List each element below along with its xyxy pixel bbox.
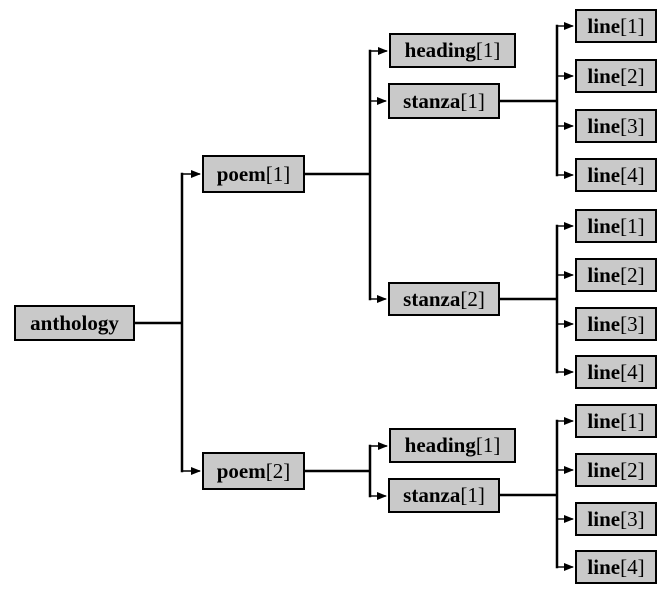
node-poem1-heading-1: heading[1] [389, 33, 516, 68]
node-suffix: [2] [620, 457, 645, 482]
node-suffix: [1] [265, 161, 291, 186]
node-label: line [587, 506, 621, 531]
node-suffix: [2] [620, 262, 645, 287]
edge-poem2-stanza1-to-lines [498, 417, 574, 571]
node-suffix: [4] [620, 554, 645, 579]
edge-anthology-to-poems [133, 170, 201, 475]
edge-poem1-to-children [303, 47, 388, 303]
node-suffix: [1] [620, 213, 645, 238]
node-anthology: anthology [14, 305, 135, 341]
node-label: stanza [403, 483, 461, 507]
node-poem2-stanza1-line-4: line[4] [575, 550, 657, 584]
node-label: line [587, 213, 621, 238]
node-poem2-heading-1: heading[1] [389, 428, 516, 463]
node-label: line [587, 63, 621, 88]
edge-poem1-stanza1-to-lines [498, 22, 574, 179]
node-label: line [587, 162, 621, 187]
node-label: line [587, 13, 621, 38]
node-poem1-stanza2-line-2: line[2] [575, 258, 657, 292]
node-label: heading [404, 433, 476, 457]
node-suffix: [1] [620, 13, 645, 38]
node-label: poem [216, 161, 266, 186]
node-poem2-stanza1-line-1: line[1] [575, 404, 657, 438]
node-label: line [587, 359, 621, 384]
node-label: heading [404, 38, 476, 62]
node-suffix: [1] [460, 483, 485, 507]
node-suffix: [3] [620, 506, 645, 531]
node-label: anthology [30, 310, 119, 335]
node-poem1-stanza-1: stanza[1] [388, 83, 500, 119]
node-suffix: [3] [620, 311, 645, 336]
node-poem2-stanza-1: stanza[1] [388, 478, 500, 513]
node-poem2-stanza1-line-2: line[2] [575, 453, 657, 487]
node-poem1-stanza1-line-1: line[1] [575, 9, 657, 43]
node-poem1-stanza2-line-4: line[4] [575, 355, 657, 389]
node-label: stanza [403, 88, 461, 113]
node-suffix: [1] [475, 38, 501, 62]
node-poem1-stanza1-line-4: line[4] [575, 158, 657, 192]
node-label: line [587, 408, 621, 433]
node-poem1-stanza2-line-3: line[3] [575, 307, 657, 341]
node-poem1-stanza-2: stanza[2] [388, 282, 500, 316]
node-suffix: [1] [620, 408, 645, 433]
node-poem1-stanza1-line-2: line[2] [575, 59, 657, 93]
node-suffix: [4] [620, 359, 645, 384]
node-suffix: [2] [265, 458, 291, 483]
node-suffix: [4] [620, 162, 645, 187]
node-label: line [587, 554, 621, 579]
node-label: line [587, 262, 621, 287]
node-suffix: [2] [460, 286, 485, 311]
node-label: poem [216, 458, 266, 483]
node-poem2-stanza1-line-3: line[3] [575, 502, 657, 536]
node-poem1-stanza1-line-3: line[3] [575, 109, 657, 143]
node-suffix: [2] [620, 63, 645, 88]
node-suffix: [1] [475, 433, 501, 457]
node-label: line [587, 457, 621, 482]
edge-poem2-to-children [303, 442, 388, 500]
node-poem-2: poem[2] [202, 452, 305, 490]
node-suffix: [3] [620, 113, 645, 138]
edge-poem1-stanza2-to-lines [498, 222, 574, 376]
node-suffix: [1] [460, 88, 485, 113]
node-label: line [587, 311, 621, 336]
node-label: stanza [403, 286, 461, 311]
node-poem-1: poem[1] [202, 155, 305, 193]
node-label: line [587, 113, 621, 138]
node-poem1-stanza2-line-1: line[1] [575, 209, 657, 243]
